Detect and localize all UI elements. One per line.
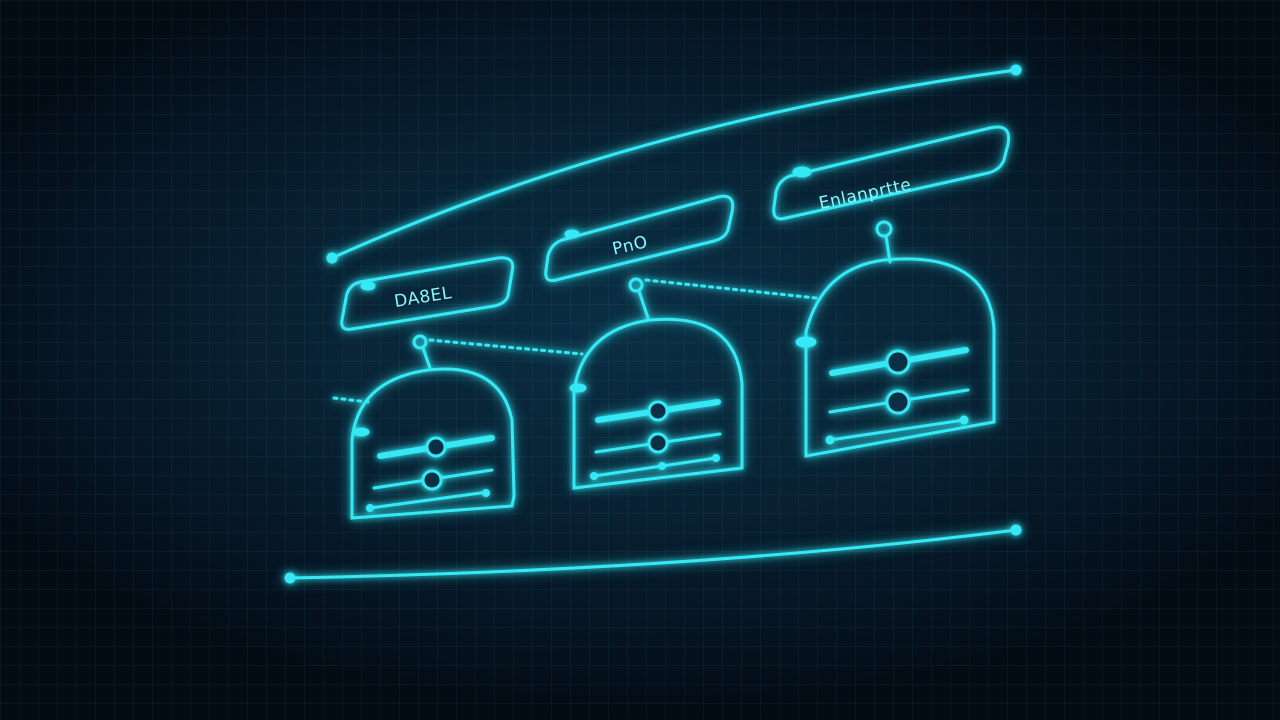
tier-2-stem — [637, 289, 650, 320]
tier-3-slider-3-end-node — [825, 435, 835, 445]
tier-2-label: PnO — [611, 232, 650, 259]
tier-3-slider-1-knob — [885, 349, 911, 375]
tier-3-dome-card — [804, 257, 996, 458]
bottom-guide-line — [288, 528, 1018, 580]
tier-1-side-node — [352, 427, 370, 437]
bottom-guide-end-node — [1010, 524, 1022, 536]
tier-2-dome-card — [572, 317, 744, 490]
tier-2-pill-node — [564, 229, 580, 239]
connector-tier-2-to-3 — [644, 278, 818, 300]
top-guide-start-node — [326, 252, 338, 264]
top-guide-line — [330, 68, 1018, 260]
tier-2-top-node — [628, 277, 644, 293]
tier-3-slider-3-track — [828, 418, 966, 442]
tier-3-label: Enlanprtte — [817, 175, 913, 214]
tier-2-slider-3-end-node — [590, 472, 598, 480]
top-guide-end-node — [1010, 64, 1022, 76]
tier-2-side-node — [569, 383, 587, 393]
tier-1-dome-card — [350, 367, 516, 520]
tier-1-top-node — [412, 334, 428, 350]
tier-1-pill-node — [360, 281, 376, 291]
tier-2-slider-3-end-node — [712, 454, 720, 462]
bottom-guide-start-node — [284, 572, 296, 584]
tier-3-slider-2-knob — [885, 389, 911, 415]
tier-3 — [772, 125, 1011, 458]
tier-1-label: DA8EL — [393, 283, 453, 312]
tier-1-stem — [421, 346, 432, 370]
tier-3-top-node — [875, 220, 893, 238]
tier-3-pill-node — [792, 166, 812, 178]
tier-1-slider-3-track — [368, 490, 490, 510]
tier-2-label-pill — [544, 194, 735, 282]
tier-2-slider-3-mid-node — [658, 462, 666, 470]
tier-1-left-connector — [332, 396, 370, 404]
tier-1 — [332, 256, 516, 520]
tier-3-side-node — [795, 336, 817, 348]
tier-2-slider-2-knob — [647, 432, 669, 454]
tier-3-label-pill — [772, 125, 1011, 221]
tier-2-slider-3-track — [592, 456, 718, 478]
tier-1-slider-3-end-node — [366, 504, 374, 512]
tier-1-slider-3-end-node — [482, 489, 490, 497]
tier-2-slider-1-knob — [647, 400, 669, 422]
tier-1-label-pill — [340, 256, 515, 331]
tier-3-stem — [884, 234, 892, 264]
tier-2 — [544, 194, 744, 490]
tier-1-slider-1-knob — [425, 436, 447, 458]
tier-1-slider-2-knob — [421, 469, 443, 491]
tier-3-slider-3-end-node — [959, 415, 969, 425]
connector-tier-1-to-2 — [428, 338, 584, 356]
